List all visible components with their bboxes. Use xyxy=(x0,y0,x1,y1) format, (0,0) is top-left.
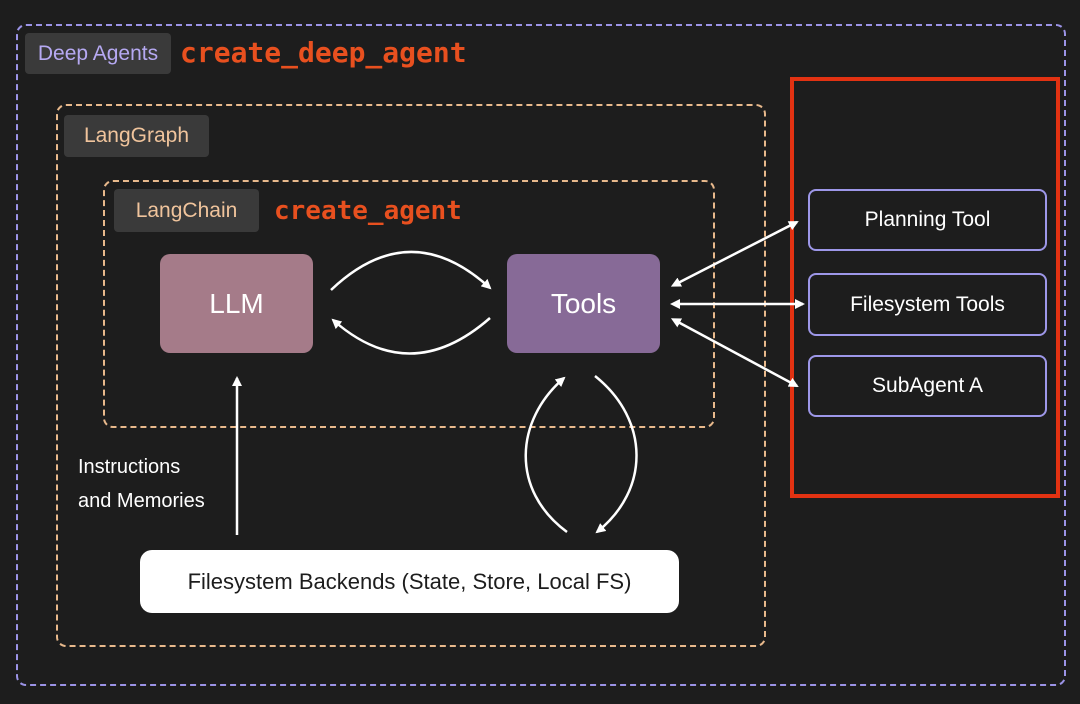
llm-to-tools-arrow xyxy=(330,250,492,291)
tools-highlight-panel xyxy=(790,77,1060,498)
langchain-tag: LangChain xyxy=(114,189,259,232)
create-deep-agent-title: create_deep_agent xyxy=(180,36,467,69)
langgraph-tag: LangGraph xyxy=(64,115,209,157)
instructions-label-line2: and Memories xyxy=(78,490,205,512)
tools-node: Tools xyxy=(507,254,660,353)
subagent-a-box: SubAgent A xyxy=(808,355,1047,417)
deep-agents-tag: Deep Agents xyxy=(25,33,171,74)
backend-to-tools-arrow xyxy=(524,376,568,534)
tools-planning-arrow xyxy=(670,220,799,287)
tools-to-llm-arrow xyxy=(331,317,491,355)
filesystem-tools-box: Filesystem Tools xyxy=(808,273,1047,336)
tools-subagent-arrow xyxy=(670,318,799,388)
create-agent-title: create_agent xyxy=(274,196,462,226)
tools-to-backend-arrow xyxy=(594,375,638,534)
planning-tool-box: Planning Tool xyxy=(808,189,1047,251)
deep-agents-frame xyxy=(16,24,1066,686)
filesystem-backends-box: Filesystem Backends (State, Store, Local… xyxy=(140,550,679,613)
instructions-label-line1: Instructions xyxy=(78,456,181,478)
instructions-memories-label: Instructions and Memories xyxy=(78,450,238,518)
llm-node: LLM xyxy=(160,254,313,353)
